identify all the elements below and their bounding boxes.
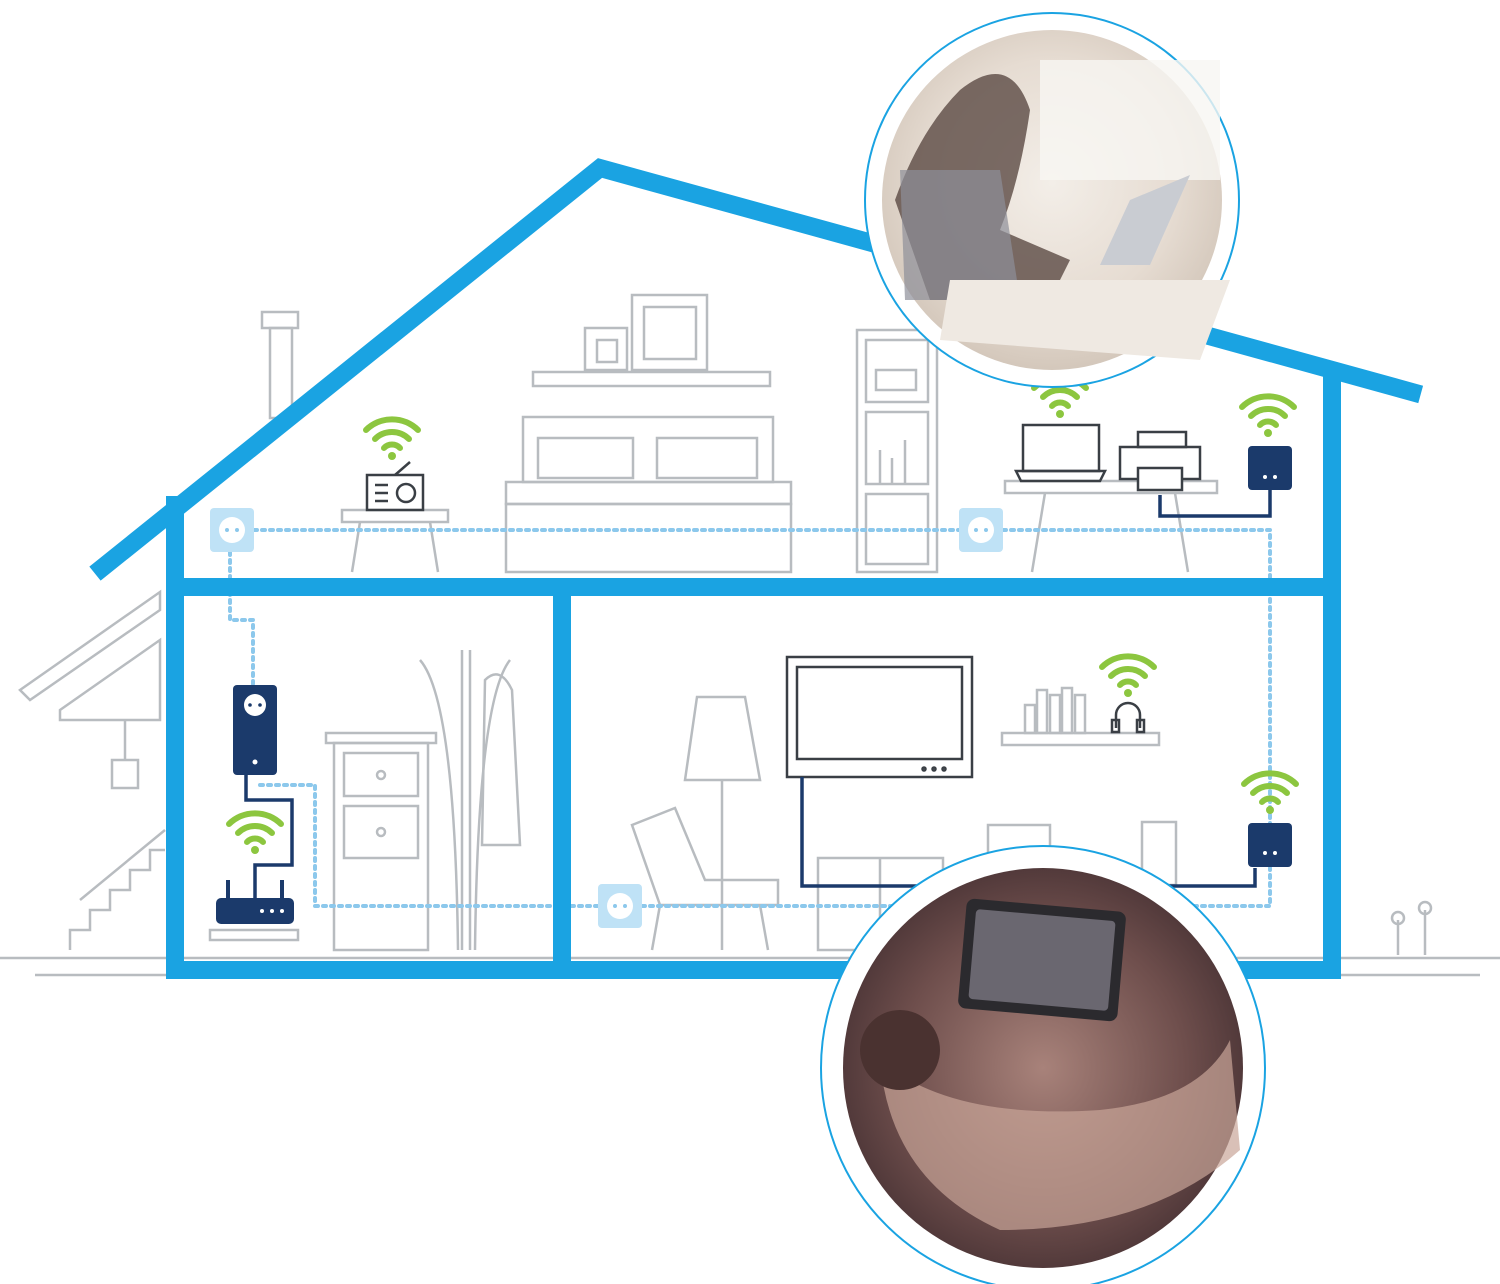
router-icon [208, 880, 300, 942]
porch-roof [18, 589, 162, 790]
wall-socket-icon [959, 508, 1003, 552]
bookshelf [1000, 686, 1161, 747]
laptop-icon [1013, 423, 1108, 483]
tv-icon [785, 655, 974, 779]
flowers [1390, 900, 1433, 955]
armchair [630, 806, 780, 951]
powerline-adapter-icon [1248, 446, 1292, 490]
side-table [340, 508, 450, 573]
headphones-icon [1110, 701, 1146, 734]
wifi-icon [229, 813, 281, 854]
woman-working-on-laptop-photo [864, 12, 1240, 388]
dresser [324, 731, 438, 952]
powerline-path [228, 528, 1272, 908]
coat-rack [419, 650, 522, 951]
powerline-adapter-icon [233, 685, 277, 775]
man-using-tablet-on-sofa-photo [820, 845, 1266, 1284]
powerline-adapter-icon [1248, 823, 1292, 867]
wifi-icon [1242, 396, 1294, 437]
bookcase [855, 328, 939, 574]
stairs [68, 829, 166, 950]
chimney [260, 310, 300, 420]
wall-socket-icon [210, 508, 254, 552]
wall-socket-icon [598, 884, 642, 928]
wifi-icon [1102, 656, 1154, 697]
wall-shelf-with-frames [531, 293, 772, 388]
desk [1003, 479, 1219, 573]
radio-icon [365, 461, 425, 512]
floor-lamp [683, 695, 762, 950]
printer-icon [1118, 430, 1202, 492]
wifi-icon [366, 419, 418, 460]
network-cable [244, 490, 1272, 900]
bed [504, 415, 793, 574]
